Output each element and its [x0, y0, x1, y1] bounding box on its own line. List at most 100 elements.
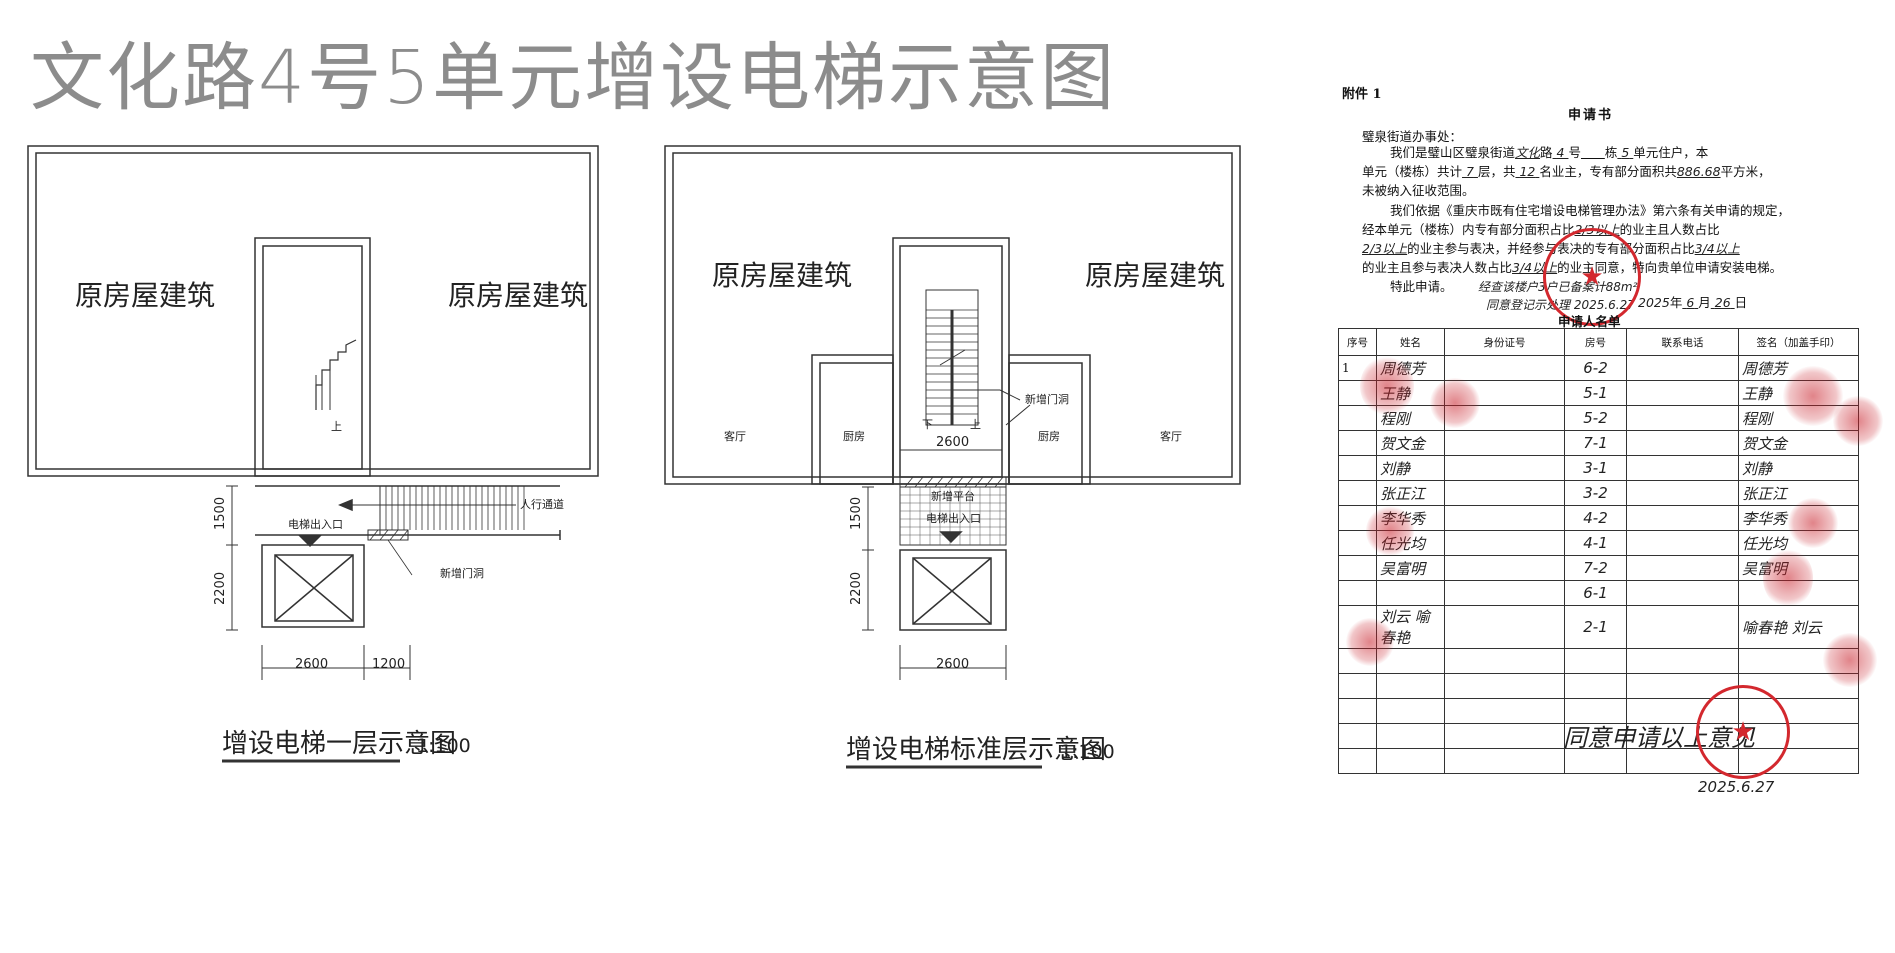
plan2-kitchen-left	[811, 354, 894, 485]
plan2-platform-label: 新增平台	[931, 489, 975, 503]
row-room: 3-1	[1564, 455, 1627, 481]
plan2-kitchen-left: 厨房	[843, 430, 865, 443]
application-document: 附件 1 申请书 璧泉街道办事处： 我们是璧山区璧泉街道文化路 4 号 栋 5 …	[1318, 78, 1883, 818]
table-row	[1338, 748, 1859, 774]
fingerprint	[1360, 356, 1414, 416]
fingerprint	[1366, 506, 1414, 556]
plan1-room-left: 原房屋建筑	[75, 279, 215, 312]
fingerprint	[1833, 396, 1883, 446]
row-phone	[1626, 455, 1739, 481]
plan1-scale: 1:100	[416, 735, 471, 757]
table-header-row: 序号 姓名 身份证号 房号 联系电话 签名（加盖手印）	[1338, 328, 1859, 356]
row-phone	[1626, 505, 1739, 531]
row-room: 6-2	[1564, 355, 1627, 381]
row-phone	[1626, 380, 1739, 406]
fingerprint	[1346, 618, 1394, 666]
plan2-dim-vertical-1: 1500	[849, 497, 864, 530]
plan2-kitchen-right	[1008, 354, 1091, 485]
row-id-number	[1444, 555, 1565, 581]
row-name: 刘静	[1376, 455, 1445, 481]
row-number	[1338, 673, 1377, 699]
plan2-scale: 1:100	[1060, 741, 1115, 763]
plan1-walkway-steps	[385, 486, 525, 530]
paragraph-line-1: 我们是璧山区璧泉街道文化路 4 号 栋 5 单元住户，本	[1390, 145, 1709, 160]
fingerprint	[1788, 498, 1838, 548]
row-room	[1564, 673, 1627, 699]
plan1-stairwell	[254, 237, 371, 477]
row-number	[1338, 480, 1377, 506]
applicant-list-title: 申请人名单	[1558, 314, 1621, 329]
row-signature: 张正江	[1738, 480, 1859, 506]
row-name	[1376, 748, 1445, 774]
row-number	[1338, 430, 1377, 456]
paragraph-line-4: 我们依据《重庆市既有住宅增设电梯管理办法》第六条有关申请的规定，	[1390, 203, 1791, 218]
plan2-entry-arrow	[939, 531, 963, 544]
row-number	[1338, 580, 1377, 606]
row-phone	[1626, 648, 1739, 674]
table-row: 王静5-1王静	[1338, 380, 1859, 406]
plan1-walkway-label: 人行通道	[520, 497, 564, 511]
paragraph-line-3: 未被纳入征收范围。	[1362, 183, 1475, 198]
row-room: 3-2	[1564, 480, 1627, 506]
row-room: 2-1	[1564, 605, 1627, 649]
paragraph-line-2: 单元（楼栋）共计 7 层，共 12 名业主，专有部分面积共886.68平方米，	[1362, 164, 1771, 179]
row-phone	[1626, 405, 1739, 431]
plan1-dim-h-2: 1200	[372, 657, 405, 672]
plan1-room-right: 原房屋建筑	[448, 279, 588, 312]
table-row	[1338, 673, 1859, 699]
plan2-elevator-shaft	[899, 549, 1007, 631]
row-number	[1338, 555, 1377, 581]
row-signature: 刘静	[1738, 455, 1859, 481]
col-header: 联系电话	[1626, 328, 1739, 356]
row-id-number	[1444, 580, 1565, 606]
plan2-dim-top: 2600	[936, 435, 969, 450]
plan1-new-door-label: 新增门洞	[440, 566, 484, 580]
plan1-dim-h-1: 2600	[295, 657, 328, 672]
addressee: 璧泉街道办事处：	[1362, 129, 1463, 144]
table-row: 张正江 3-2 张正江	[1338, 480, 1859, 506]
row-phone	[1626, 430, 1739, 456]
row-id-number	[1444, 673, 1565, 699]
floor-plans: 原房屋建筑 原房屋建筑 上 人行通道 电梯出入口 新增门洞 1500 2200 …	[27, 145, 1241, 769]
paragraph-line-8: 特此申请。	[1390, 279, 1453, 294]
plan2-living-right: 客厅	[1160, 429, 1182, 443]
row-id-number	[1444, 355, 1565, 381]
row-id-number	[1444, 505, 1565, 531]
fingerprint	[1430, 378, 1480, 428]
row-name	[1376, 673, 1445, 699]
row-phone	[1626, 355, 1739, 381]
row-phone	[1626, 555, 1739, 581]
plan2-up-label: 上	[970, 418, 981, 431]
table-row	[1338, 648, 1859, 674]
plan1-dim-vertical-2: 2200	[213, 572, 228, 605]
plan2-kitchen-right: 厨房	[1038, 430, 1060, 443]
plan2-down-label: 下	[922, 418, 933, 431]
row-room: 5-2	[1564, 405, 1627, 431]
plan1-elevator-entry-label: 电梯出入口	[288, 517, 343, 531]
plan2-dim-h: 2600	[936, 657, 969, 672]
plan2-new-door-label: 新增门洞	[1025, 392, 1069, 406]
official-stamp-bottom: ★	[1696, 685, 1790, 779]
plan1-elevator-shaft	[261, 544, 365, 628]
col-header: 签名（加盖手印）	[1738, 328, 1859, 356]
row-name	[1376, 580, 1445, 606]
col-header: 身份证号	[1444, 328, 1565, 356]
table-row: 刘静 3-1 刘静	[1338, 455, 1859, 481]
row-number	[1338, 723, 1377, 749]
plan2-room-left: 原房屋建筑	[712, 259, 852, 292]
attachment-label: 附件 1	[1342, 87, 1382, 102]
row-id-number	[1444, 698, 1565, 724]
row-id-number	[1444, 455, 1565, 481]
row-name: 张正江	[1376, 480, 1445, 506]
col-header: 序号	[1338, 328, 1377, 356]
plan1-stair-line	[315, 339, 357, 410]
row-id-number	[1444, 748, 1565, 774]
plan2-caption: 增设电梯标准层示意图	[846, 735, 1106, 765]
plan2-elevator-entry-label: 电梯出入口	[926, 511, 981, 525]
